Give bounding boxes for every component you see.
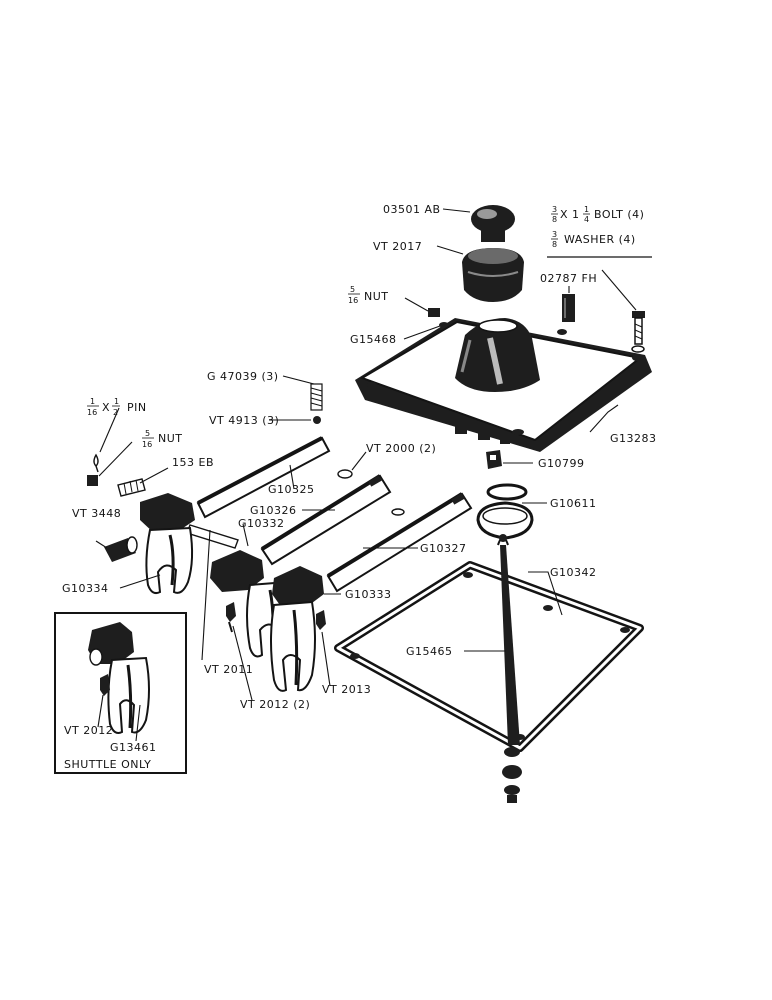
label-pin-suffix: PIN — [127, 401, 147, 414]
label-g13283: G13283 — [610, 432, 657, 445]
label-g10332: G10332 — [238, 517, 285, 530]
dowel-pin-02787fh — [562, 294, 575, 322]
leader-lines — [95, 208, 637, 742]
label-g10333: G10333 — [345, 588, 392, 601]
interlock-pin-vt2011 — [186, 524, 239, 549]
label-g47039: G 47039 (3) — [207, 370, 279, 383]
label-g10611: G10611 — [550, 497, 597, 510]
label-02787fh: 02787 FH — [540, 272, 597, 285]
label-nut-top-num: 5 — [350, 285, 355, 294]
label-vt2017: VT 2017 — [373, 240, 422, 253]
gasket-g10342 — [334, 561, 644, 752]
labels: 03501 AB VT 2017 G13283 3 8 X 1 1 4 BOLT… — [62, 203, 657, 771]
pin-153eb — [117, 478, 146, 497]
rail-g10327 — [326, 492, 473, 593]
label-nut-left-suffix: NUT — [158, 432, 183, 445]
label-pin-mid: X — [102, 401, 110, 414]
label-washer-suffix: WASHER (4) — [564, 233, 636, 246]
spring-g47039 — [310, 383, 323, 411]
label-nut-left-num: 5 — [145, 429, 150, 438]
label-g10799: G10799 — [538, 457, 585, 470]
shift-knob — [471, 205, 515, 242]
ball-vt4913 — [313, 416, 321, 424]
label-vt3448: VT 3448 — [72, 507, 121, 520]
label-nut-top-den: 16 — [348, 296, 358, 305]
nut-top — [428, 308, 440, 317]
label-bolt-num-b: 1 — [584, 205, 589, 214]
label-bolt-whole: X 1 — [560, 208, 580, 221]
shift-boot — [462, 248, 524, 302]
label-g10325: G10325 — [268, 483, 315, 496]
label-vt2013: VT 2013 — [322, 683, 371, 696]
inset-shuttle-box — [54, 612, 187, 774]
label-bolt-suffix: BOLT (4) — [594, 208, 644, 221]
screw-vt2013 — [316, 610, 326, 630]
label-g15465: G15465 — [406, 645, 453, 658]
label-washer-den: 8 — [552, 240, 557, 249]
label-g15468: G15468 — [350, 333, 397, 346]
label-inset-caption: SHUTTLE ONLY — [64, 758, 151, 771]
rail-g10326 — [260, 474, 392, 566]
label-pin-den-b: 2 — [113, 408, 118, 417]
label-g10342: G10342 — [550, 566, 597, 579]
label-g10326: G10326 — [250, 504, 297, 517]
label-pin-den-a: 16 — [87, 408, 97, 417]
label-pin-num-b: 1 — [114, 397, 119, 406]
interlock-vt2000 — [337, 469, 405, 516]
label-153eb: 153 EB — [172, 456, 214, 469]
label-g10334: G10334 — [62, 582, 109, 595]
label-nut-left-den: 16 — [142, 440, 152, 449]
label-03501ab: 03501 AB — [383, 203, 441, 216]
label-pin-num-a: 1 — [90, 397, 95, 406]
plunger-g10799 — [486, 450, 502, 469]
fork-g10333 — [270, 566, 324, 692]
label-bolt-den-b: 4 — [584, 215, 589, 224]
screw-vt2012-inset — [100, 674, 110, 696]
sleeve-vt3448 — [104, 536, 138, 562]
fork-g10334 — [140, 493, 195, 595]
cover-plate-g13283 — [355, 318, 652, 452]
rail-g10325 — [196, 436, 331, 519]
nut-left — [87, 475, 98, 486]
label-bolt-num-a: 3 — [552, 205, 557, 214]
label-inset-g13461: G13461 — [110, 741, 157, 754]
screw-vt2012 — [226, 602, 236, 633]
label-g10327: G10327 — [420, 542, 467, 555]
label-washer-num: 3 — [552, 230, 557, 239]
label-vt2011: VT 2011 — [204, 663, 253, 676]
cover-bolt — [631, 311, 645, 353]
shift-lever-g15465 — [497, 534, 522, 803]
label-nut-top-suffix: NUT — [364, 290, 389, 303]
fork-g13461 — [88, 622, 150, 734]
label-vt4913: VT 4913 (3) — [209, 414, 279, 427]
spring-ring-g10611 — [476, 483, 534, 540]
cotter-pin — [93, 453, 99, 473]
label-vt2012-2: VT 2012 (2) — [240, 698, 310, 711]
label-inset-vt2012: VT 2012 — [64, 724, 113, 737]
label-bolt-den-a: 8 — [552, 215, 557, 224]
label-vt2000: VT 2000 (2) — [366, 442, 436, 455]
